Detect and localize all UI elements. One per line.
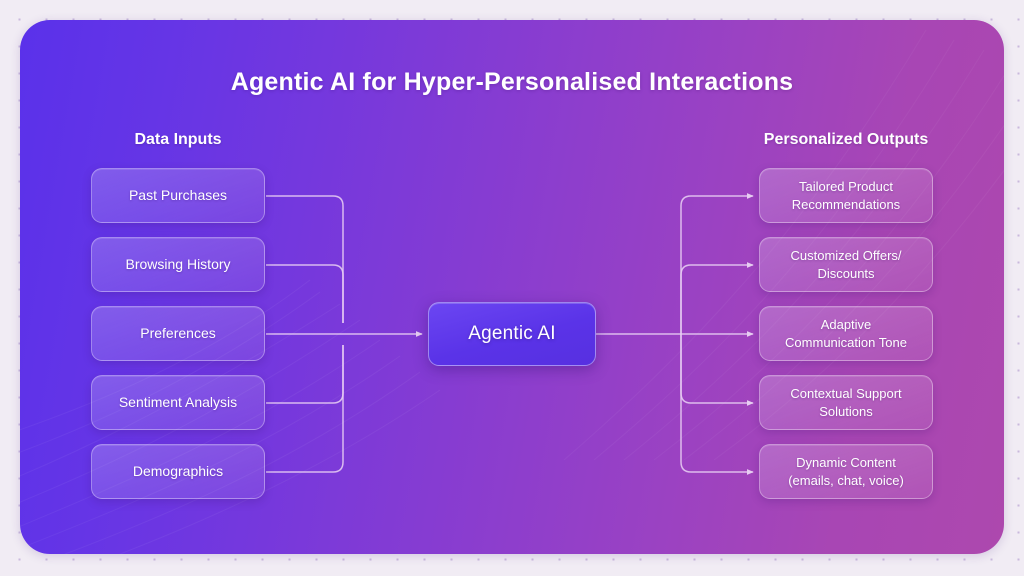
- input-node-label: Sentiment Analysis: [118, 394, 238, 411]
- output-node-label-line2: Discounts: [817, 265, 875, 281]
- output-node-label-line2: (emails, chat, voice): [788, 472, 904, 488]
- output-node-label: Contextual Support Solutions: [790, 385, 901, 419]
- output-node-label: Tailored Product Recommendations: [792, 178, 900, 212]
- input-node-label: Preferences: [140, 325, 216, 342]
- input-node-preferences[interactable]: Preferences: [91, 306, 265, 361]
- input-node-label: Demographics: [132, 463, 224, 480]
- output-node-label: Adaptive Communication Tone: [785, 316, 907, 350]
- output-node-label: Customized Offers/ Discounts: [790, 247, 901, 281]
- output-node-adaptive-communication-tone[interactable]: Adaptive Communication Tone: [759, 306, 933, 361]
- input-node-demographics[interactable]: Demographics: [91, 444, 265, 499]
- input-node-past-purchases[interactable]: Past Purchases: [91, 168, 265, 223]
- outputs-column-heading: Personalized Outputs: [763, 131, 929, 148]
- output-node-label-line1: Adaptive: [820, 317, 872, 333]
- output-node-customized-offers-discounts[interactable]: Customized Offers/ Discounts: [759, 237, 933, 292]
- output-node-label: Dynamic Content (emails, chat, voice): [788, 454, 904, 488]
- output-node-label-line2: Communication Tone: [785, 334, 907, 350]
- output-node-contextual-support-solutions[interactable]: Contextual Support Solutions: [759, 375, 933, 430]
- inputs-column-heading: Data Inputs: [134, 131, 222, 148]
- center-node-label: Agentic AI: [468, 323, 556, 344]
- center-node-agentic-ai[interactable]: Agentic AI: [428, 302, 596, 366]
- output-node-tailored-product-recommendations[interactable]: Tailored Product Recommendations: [759, 168, 933, 223]
- input-node-label: Browsing History: [125, 256, 231, 273]
- output-node-label-line1: Contextual Support: [790, 386, 902, 402]
- input-node-label: Past Purchases: [128, 187, 228, 204]
- input-node-browsing-history[interactable]: Browsing History: [91, 237, 265, 292]
- output-node-label-line1: Customized Offers/: [790, 248, 902, 264]
- output-node-label-line1: Tailored Product: [799, 179, 893, 195]
- output-node-label-line2: Recommendations: [791, 196, 901, 212]
- output-node-label-line2: Solutions: [819, 403, 873, 419]
- input-node-sentiment-analysis[interactable]: Sentiment Analysis: [91, 375, 265, 430]
- page-title: Agentic AI for Hyper-Personalised Intera…: [230, 68, 794, 96]
- output-node-dynamic-content[interactable]: Dynamic Content (emails, chat, voice): [759, 444, 933, 499]
- output-node-label-line1: Dynamic Content: [796, 455, 896, 471]
